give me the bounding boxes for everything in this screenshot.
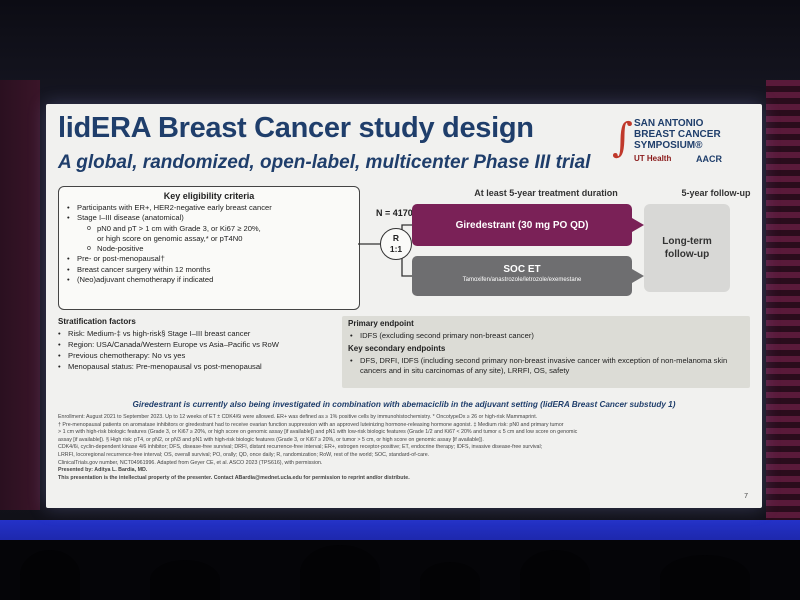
presentation-slide: lidERA Breast Cancer study design A glob…: [46, 104, 762, 508]
followup-label: 5-year follow-up: [681, 188, 751, 198]
treatment-duration-label: At least 5-year treatment duration: [474, 188, 618, 198]
eligibility-item: Breast cancer surgery within 12 months: [67, 265, 357, 276]
primary-endpoint: IDFS (excluding second primary non-breas…: [342, 331, 750, 342]
strat-item: Region: USA/Canada/Western Europe vs Asi…: [58, 339, 338, 350]
eligibility-item: Pre- or post-menopausal†: [67, 254, 357, 265]
eligibility-item: Node-positive: [67, 244, 357, 255]
slide-title: lidERA Breast Cancer study design: [58, 112, 534, 144]
strat-item: Menopausal status: Pre-menopausal vs pos…: [58, 361, 338, 372]
endpoints-box: Primary endpoint IDFS (excluding second …: [342, 316, 750, 388]
soc-et-drugs: Tamoxifen/anastrozole/letrozole/exemesta…: [462, 277, 582, 283]
page-number: 7: [744, 493, 748, 500]
strat-item: Previous chemotherapy: No vs yes: [58, 350, 338, 361]
eligibility-item: pN0 and pT > 1 cm with Grade 3, or Ki67 …: [67, 224, 357, 235]
eligibility-box: Key eligibility criteria Participants wi…: [58, 186, 360, 310]
footnote-line: † Pre-menopausal patients on aromatase i…: [58, 421, 564, 428]
eligibility-item: or high score on genomic assay,* or pT4N…: [97, 233, 243, 243]
soc-et-arm: SOC ET Tamoxifen/anastrozole/letrozole/e…: [412, 256, 632, 296]
footnote-line: CDK4/6i, cyclin-dependent kinase 4/6 inh…: [58, 444, 543, 451]
giredestrant-arm: Giredestrant (30 mg PO QD): [412, 204, 632, 246]
footnotes: Enrollment: August 2021 to September 202…: [58, 414, 748, 482]
secondary-endpoints: DFS, DRFI, IDFS (including second primar…: [342, 356, 750, 377]
eligibility-item: Participants with ER+, HER2-negative ear…: [67, 203, 357, 214]
footnote-line: LRRFI, locoregional recurrence-free inte…: [58, 451, 430, 458]
logo-partners: UT Health AACR: [634, 154, 722, 164]
footnote-line: Enrollment: August 2021 to September 202…: [58, 414, 538, 420]
sabcs-logo: ∫ SAN ANTONIO BREAST CANCER SYMPOSIUM® U…: [612, 114, 752, 172]
eligibility-item: Stage I–III disease (anatomical): [67, 213, 357, 224]
footnote-line: Presented by: Aditya L. Bardia, MD.: [58, 467, 148, 474]
footnote-line: > 1 cm with high-risk biologic features …: [58, 429, 578, 436]
stage-right-decor: [766, 80, 800, 540]
footnote-line: ClinicalTrials.gov number, NCT04961996. …: [58, 459, 323, 466]
sample-size: N = 4170: [376, 208, 413, 218]
substudy-note: Giredestrant is currently also being inv…: [132, 400, 676, 409]
eligibility-header: Key eligibility criteria: [163, 191, 255, 201]
ribbon-icon: ∫: [612, 115, 633, 161]
footnote-line: assay [if available]). § High risk: pT4,…: [58, 436, 484, 443]
primary-endpoint-header: Primary endpoint: [348, 319, 414, 328]
eligibility-item: (Neo)adjuvant chemotherapy if indicated: [67, 275, 357, 286]
footnote-line: This presentation is the intellectual pr…: [58, 474, 410, 481]
audience-silhouettes: [0, 540, 800, 600]
randomization-circle: R 1:1: [380, 228, 412, 260]
eligibility-list: Participants with ER+, HER2-negative ear…: [67, 203, 357, 286]
stratification-factors: Stratification factors Risk: Medium-‡ vs…: [58, 316, 338, 372]
secondary-endpoints-header: Key secondary endpoints: [348, 344, 446, 353]
slide-subtitle: A global, randomized, open-label, multic…: [58, 152, 591, 173]
logo-text: SAN ANTONIO BREAST CANCER SYMPOSIUM®: [634, 118, 721, 151]
strat-item: Risk: Medium-‡ vs high-risk§ Stage I–III…: [58, 328, 338, 339]
stage-left-wall: [0, 80, 40, 510]
stratification-header: Stratification factors: [58, 317, 136, 326]
soc-et-title: SOC ET: [503, 264, 541, 275]
